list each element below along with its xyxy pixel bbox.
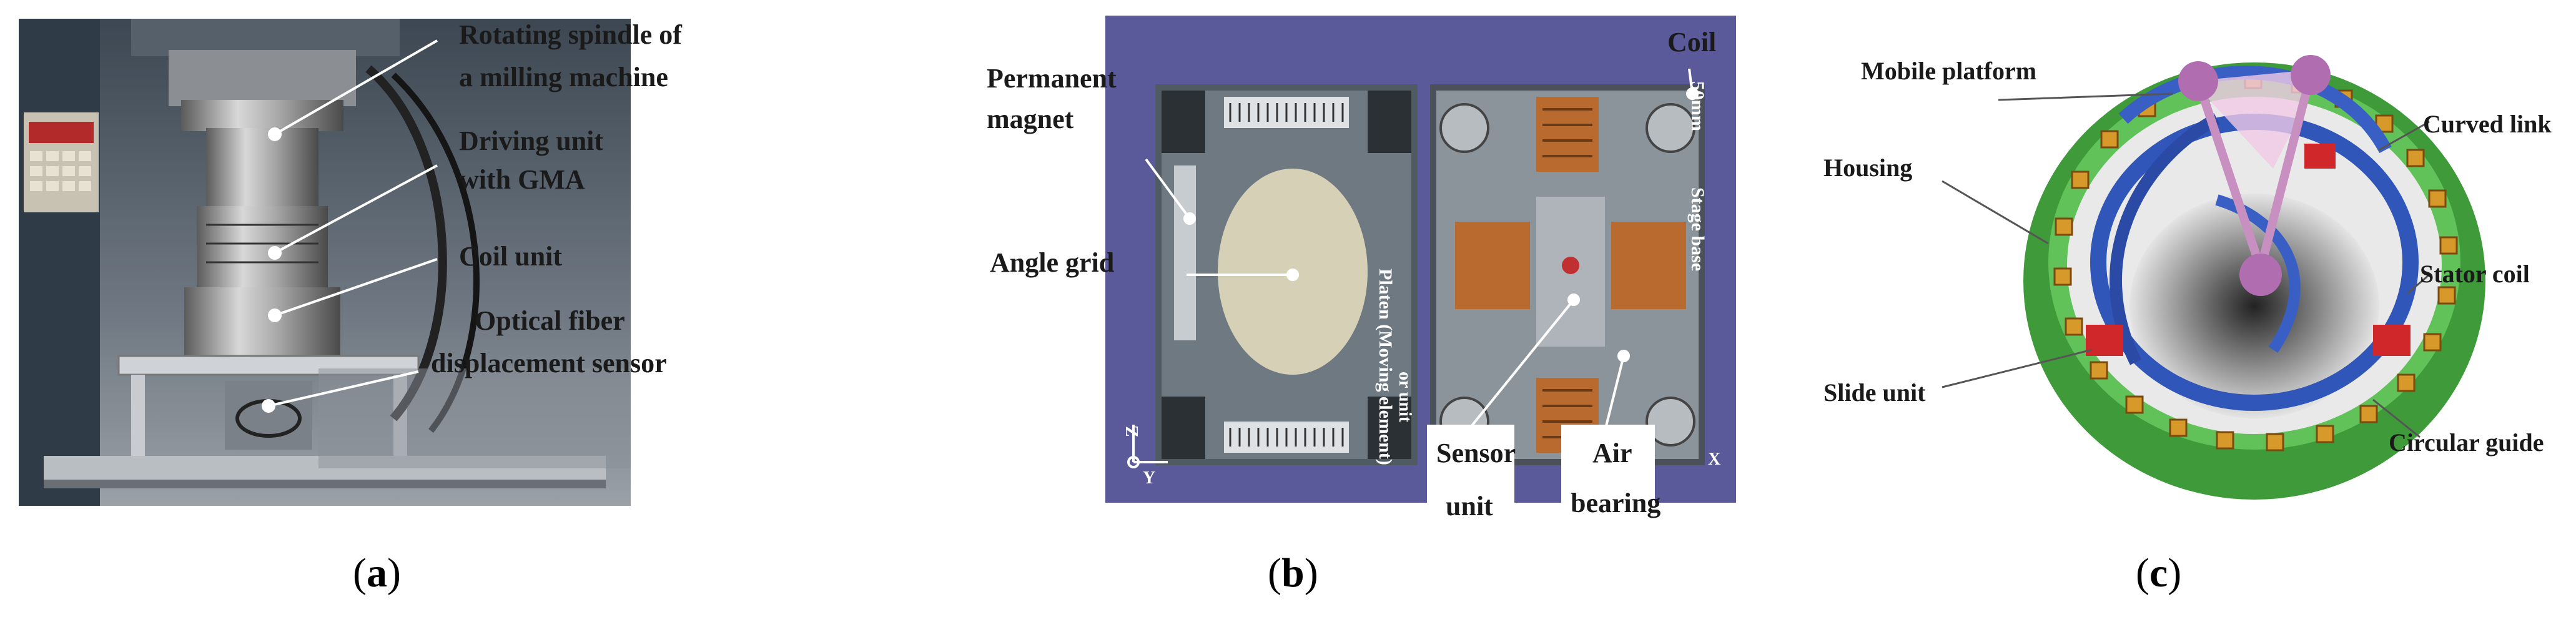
label-coil-unit: Coil unit (459, 241, 563, 272)
label-stage-base-vertical: Stage base (1687, 187, 1708, 272)
label-driving-1: Driving unit (459, 126, 604, 156)
stage-photo (1105, 16, 1736, 503)
label-housing: Housing (1823, 154, 1913, 182)
label-permanent-2: magnet (987, 104, 1074, 134)
label-spindle-2: a milling machine (459, 62, 668, 92)
panel-a: Rotating spindle of a milling machine Dr… (0, 0, 749, 622)
label-permanent-1: Permanent (987, 63, 1117, 94)
leader-lines-b (1127, 68, 1699, 468)
panel-b: Permanent magnet Coil Angle grid Sensor … (937, 0, 1736, 622)
caption-b: (b) (1268, 550, 1318, 596)
caption-c: (c) (2136, 550, 2182, 596)
label-circular-guide: Circular guide (2389, 428, 2544, 457)
caption-a: (a) (353, 550, 401, 596)
axis-y-label: Y (1143, 468, 1156, 488)
label-curved-link: Curved link (2423, 110, 2552, 138)
label-sensor-1: Optical fiber (475, 305, 625, 336)
label-sensor-2: displacement sensor (431, 348, 667, 378)
label-mobile-platform: Mobile platform (1861, 57, 2037, 85)
caption-b-letter: b (1281, 550, 1305, 596)
label-sensor-unit-vertical: or unit (1395, 372, 1414, 423)
label-box-air (1561, 425, 1655, 550)
label-angle-grid: Angle grid (990, 247, 1115, 278)
leader-lines-c (1942, 92, 2430, 438)
label-driving-2: with GMA (459, 164, 585, 195)
label-slide-unit: Slide unit (1823, 378, 1926, 407)
label-sensor-b-1: Sensor (1436, 438, 1516, 468)
label-air-2: bearing (1571, 488, 1661, 518)
caption-c-letter: c (2149, 550, 2168, 596)
label-scale: 50mm (1687, 81, 1708, 131)
label-platen-vertical: Platen (Moving element) (1375, 269, 1396, 465)
label-air-1: Air (1592, 438, 1632, 468)
label-box-sensor (1427, 425, 1514, 550)
axis-x-label: X (1708, 450, 1721, 469)
axis-z-label: Z (1123, 425, 1142, 437)
milling-machine-photo (19, 19, 631, 506)
panel-c: Mobile platform Curved link Housing Stat… (1799, 0, 2576, 622)
label-coil-b: Coil (1667, 27, 1717, 57)
label-stator-coil: Stator coil (2420, 260, 2530, 288)
caption-a-letter: a (366, 550, 387, 596)
spherical-motor-render (2023, 55, 2485, 500)
label-sensor-b-2: unit (1446, 491, 1493, 521)
leader-lines-a (262, 39, 438, 413)
label-spindle-1: Rotating spindle of (459, 19, 682, 50)
